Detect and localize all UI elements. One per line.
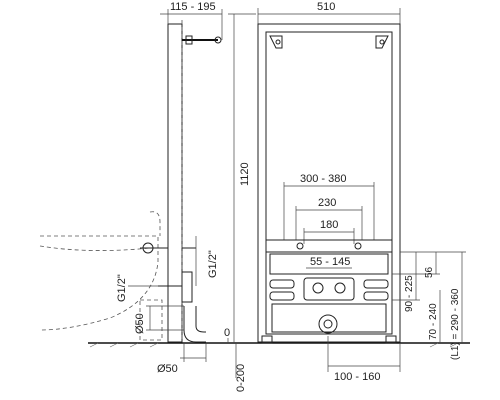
bidet-rim-outline <box>39 245 151 251</box>
bidet-bowl-outline <box>39 235 159 331</box>
anchor-hole-left <box>275 39 281 45</box>
dim-290-360: (L1) = 290 - 360 <box>450 288 461 360</box>
drain-elbow-inner <box>195 306 206 333</box>
slot-right-1 <box>363 279 389 289</box>
dim-width: 510 <box>317 1 335 13</box>
dim-100-160: 100 - 160 <box>334 371 380 383</box>
fitting-block <box>303 277 355 301</box>
dim-height: 1120 <box>239 162 251 186</box>
slot-right-2 <box>363 291 389 301</box>
slot-left-2 <box>269 291 295 301</box>
fitting-right <box>334 282 346 294</box>
anchor-hole-right <box>379 39 385 45</box>
dim-300-380: 300 - 380 <box>300 173 346 185</box>
mounting-plate <box>265 239 393 253</box>
foot-left <box>261 335 273 344</box>
slot-left-1 <box>269 279 295 289</box>
dim-180: 180 <box>320 219 338 231</box>
dim-zero: 0 <box>224 327 230 339</box>
dim-70-240: 70 - 240 <box>428 303 439 340</box>
dim-d50-horizontal: Ø50 <box>157 363 178 375</box>
lower-bracket <box>181 271 193 303</box>
dim-90-225: 90 - 225 <box>404 275 415 312</box>
dim-d50-vertical: Ø50 <box>134 313 146 334</box>
bidet-pedestal-outline <box>139 299 163 341</box>
bidet-tap-outline <box>149 211 161 236</box>
dim-zero-200: 0-200 <box>235 364 247 392</box>
front-frame-inner <box>265 31 393 335</box>
mount-hole-1 <box>296 242 304 250</box>
drain-elbow-outer <box>183 306 206 343</box>
lower-panel <box>271 303 387 333</box>
foot-right <box>385 335 397 344</box>
dim-g12-left: G1/2" <box>116 274 128 302</box>
side-frame-column <box>167 23 183 343</box>
dim-56: 56 <box>424 266 435 278</box>
drain-inner <box>323 319 333 329</box>
drain-outlet <box>318 314 338 334</box>
dim-depth-range: 115 - 195 <box>170 1 216 13</box>
dim-55-145: 55 - 145 <box>310 256 350 268</box>
dim-g12-right: G1/2" <box>207 250 219 278</box>
support-rod-end <box>214 36 222 44</box>
anchor-bracket-right <box>375 35 389 49</box>
mount-hole-2 <box>354 242 362 250</box>
front-frame-outer <box>257 23 401 343</box>
support-rod-clamp <box>185 35 193 45</box>
fitting-left <box>312 282 324 294</box>
anchor-bracket-left <box>269 35 283 49</box>
dim-230: 230 <box>318 197 336 209</box>
connection-plate <box>269 253 389 275</box>
water-valve <box>142 242 154 254</box>
floor-hatch <box>89 342 459 348</box>
